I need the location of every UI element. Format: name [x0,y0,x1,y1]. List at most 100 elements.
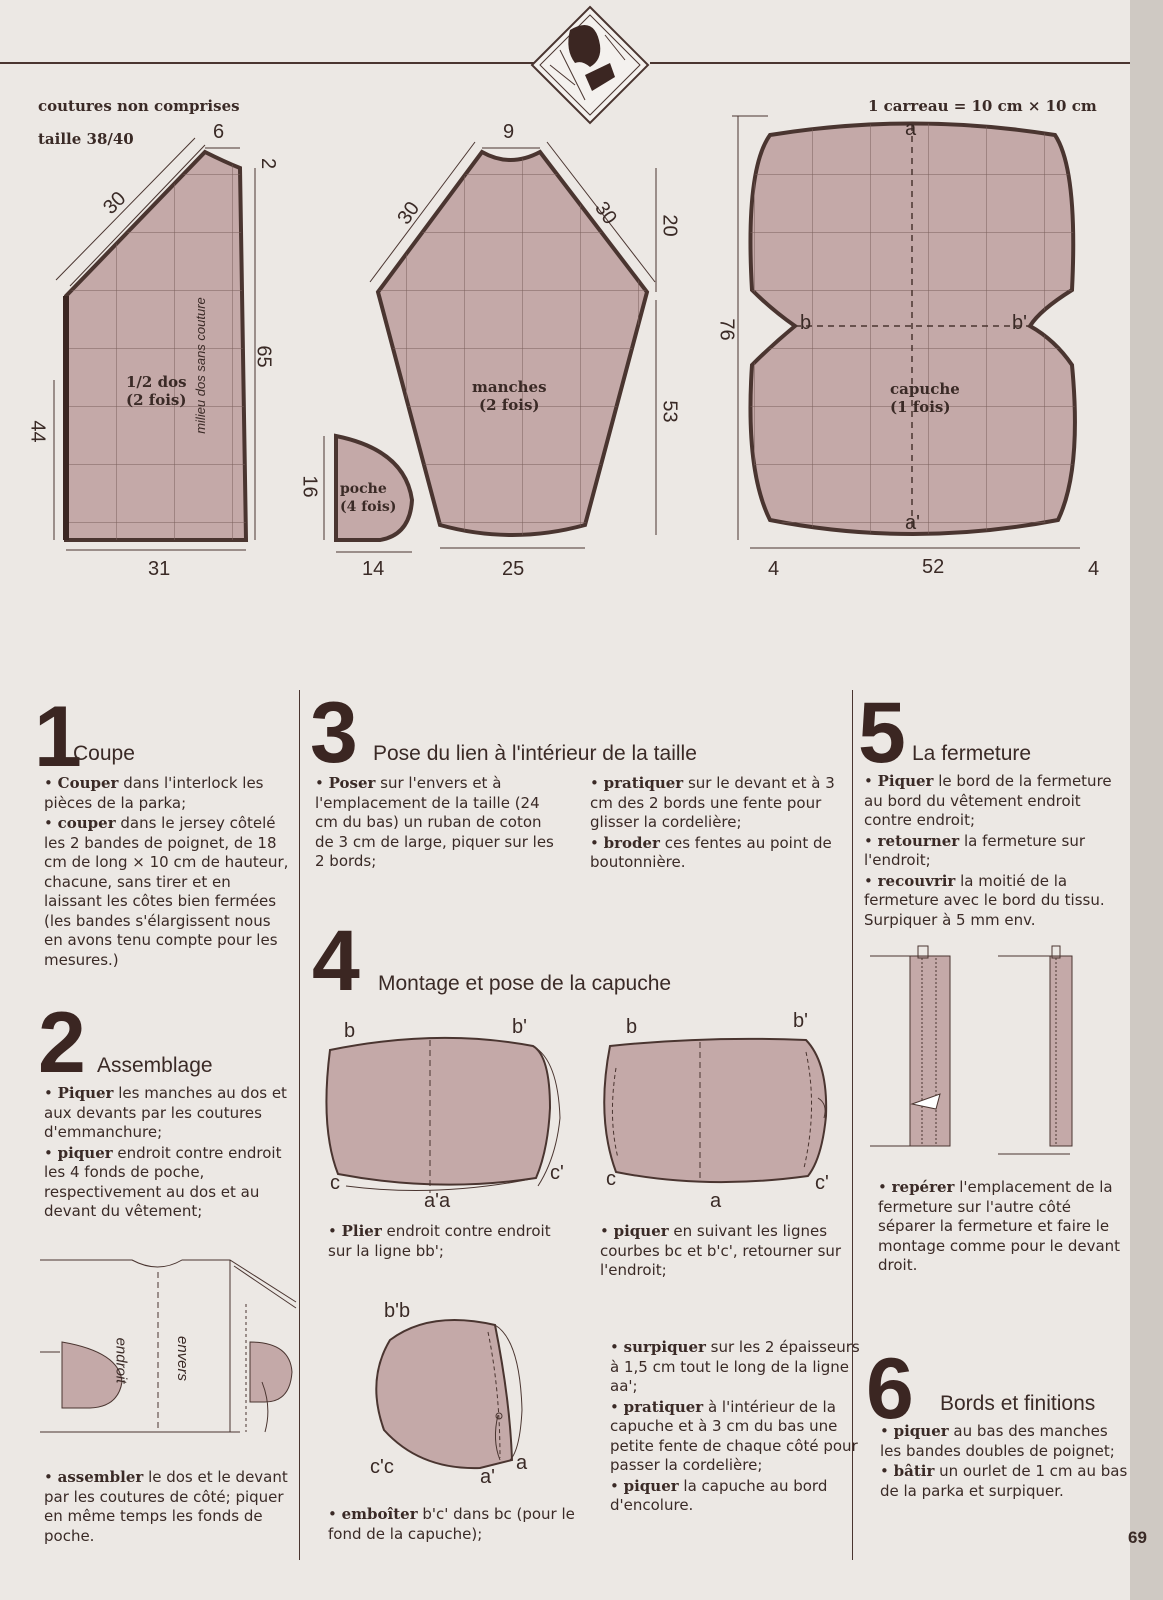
capuche-label-1: capuche [890,380,960,398]
poche-dim-width: 14 [362,558,385,580]
capuche-label: capuche (1 fois) [890,380,960,416]
section-5-text-b: • repérer l'emplacement de la fermeture … [878,1178,1128,1277]
section-5-text: • Piquer le bord de la fermeture au bord… [864,772,1124,931]
step-number-5: 5 [858,685,906,781]
hood-figure-3 [375,1319,523,1470]
capuche-dim-right: 4 [1088,558,1100,580]
dos-label-2: (2 fois) [126,391,187,409]
s3-item-2: • pratiquer sur le devant et à 3 cm des … [590,774,835,831]
manches-label-1: manches [472,378,547,396]
manches-dim-right-top: 20 [658,214,681,237]
fig3-cc: c'c [370,1456,394,1478]
s5-item-2: • retourner la fermeture sur l'endroit; [864,831,1086,870]
capuche-point-a: a [905,118,917,140]
fig2-c: c [606,1168,616,1190]
hood-figure-1 [325,1036,561,1193]
section-6-text: • piquer au bas des manches les bandes d… [880,1422,1130,1502]
s2-item-2: • piquer endroit contre endroit les 4 fo… [44,1143,282,1221]
s1-item-1: • Couper dans l'interlock les pièces de … [44,774,264,812]
fig3-a-prime: a' [480,1466,495,1488]
capuche-point-b-prime: b' [1012,312,1027,334]
section-2-title: Assemblage [97,1054,213,1077]
s2-item-1: • Piquer les manches au dos et aux devan… [44,1084,287,1141]
step-number-4: 4 [312,913,360,1009]
s4-cap4-item-2: • pratiquer à l'intérieur de la capuche … [610,1397,858,1475]
s4-cap4-item-1: • surpiquer sur les 2 épaisseurs à 1,5 c… [610,1338,860,1395]
section-3-col-2: • pratiquer sur le devant et à 3 cm des … [590,774,842,874]
s1-item-2: • couper dans le jersey côtelé les 2 ban… [44,814,289,969]
fig1-b-prime: b' [512,1016,527,1038]
fig1-c: c [330,1172,340,1194]
section-4-caption-1: • Plier endroit contre endroit sur la li… [328,1222,578,1262]
emblem-illustration [530,5,650,125]
fig-label-endroit: endroit [112,1337,130,1384]
s6-item-2: • bâtir un ourlet de 1 cm au bas de la p… [880,1462,1128,1500]
s4-cap4-item-3: • piquer la capuche au bord d'encolure. [610,1476,828,1515]
section-4-title: Montage et pose de la capuche [378,972,672,995]
section-1-title: Coupe [73,742,135,765]
s5-item-1: • Piquer le bord de la fermeture au bord… [864,772,1112,829]
s2-item-3: • assembler le dos et le devant par les … [44,1468,288,1545]
fig3-a: a [516,1452,528,1474]
page-number: 69 [1128,1528,1147,1547]
section-3-col-1: • Poser sur l'envers et à l'emplacement … [315,774,565,873]
step-number-1: 1 [34,689,82,785]
dos-label-1: 1/2 dos [126,373,187,391]
section-4-caption-2: • piquer en suivant les lignes courbes b… [600,1222,850,1282]
manches-dim-bottom: 25 [502,558,525,580]
section-4-caption-3: • emboîter b'c' dans bc (pour le fond de… [328,1505,588,1545]
pattern-pieces [53,115,1080,553]
capuche-point-a-prime: a' [905,512,920,534]
page-edge [1130,0,1163,1600]
section-4-caption-4: • surpiquer sur les 2 épaisseurs à 1,5 c… [610,1338,860,1517]
dos-dim-height: 65 [252,345,275,368]
capuche-label-2: (1 fois) [890,398,951,416]
step-number-3: 3 [310,685,358,781]
scale-note: 1 carreau = 10 cm × 10 cm [868,97,1097,115]
fig-label-envers: envers [174,1335,192,1382]
capuche-dim-height: 76 [715,318,738,341]
manches-label-2: (2 fois) [479,396,540,414]
size-note: taille 38/40 [38,130,134,148]
manches-label: manches (2 fois) [472,378,547,414]
fig3-bb: b'b [384,1300,411,1322]
fig1-aa: a'a [424,1190,451,1212]
dos-label: 1/2 dos (2 fois) [126,373,187,409]
fig2-b-prime: b' [793,1010,808,1032]
s3-item-3: • broder ces fentes au point de boutonni… [590,833,832,872]
fig2-b: b [626,1016,638,1038]
poche-label-2: (4 fois) [340,499,397,515]
s4-cap3-item: • emboîter b'c' dans bc (pour le fond de… [328,1505,575,1543]
dos-dim-left: 44 [26,420,49,443]
zipper-figure [870,945,1073,1155]
dos-dim-bottom: 31 [148,558,171,580]
capuche-dim-left: 4 [768,558,780,580]
s3-item-1: • Poser sur l'envers et à l'emplacement … [315,774,554,870]
s6-item-1: • piquer au bas des manches les bandes d… [880,1422,1115,1460]
step-number-6: 6 [866,1341,914,1437]
column-divider-2 [852,690,853,1560]
pattern-manches [369,141,657,549]
s4-cap1-item: • Plier endroit contre endroit sur la li… [328,1222,551,1260]
step-number-2: 2 [38,995,86,1091]
manches-dim-top: 9 [503,121,515,143]
s5-item-3: • recouvrir la moitié de la fermeture av… [864,871,1105,929]
pattern-dos [53,137,256,551]
poche-label: poche (4 fois) [340,480,396,516]
seam-note: coutures non comprises [38,97,240,115]
fig2-a: a [710,1190,722,1212]
fig2-c-prime: c' [815,1172,829,1194]
dos-center-label: milieu dos sans couture [192,297,208,434]
header-rule-right [650,62,1130,64]
section-1-text: • Couper dans l'interlock les pièces de … [44,774,292,971]
hood-figure-2 [603,1037,828,1184]
capuche-dim-width: 52 [922,556,945,578]
manches-dim-right-bottom: 53 [658,400,681,423]
fig1-b: b [344,1020,356,1042]
fig1-c-prime: c' [550,1162,564,1184]
pattern-poche [323,433,415,553]
column-divider-1 [299,690,300,1560]
section-2-text: • Piquer les manches au dos et aux devan… [44,1084,294,1223]
capuche-point-b: b [800,312,812,334]
